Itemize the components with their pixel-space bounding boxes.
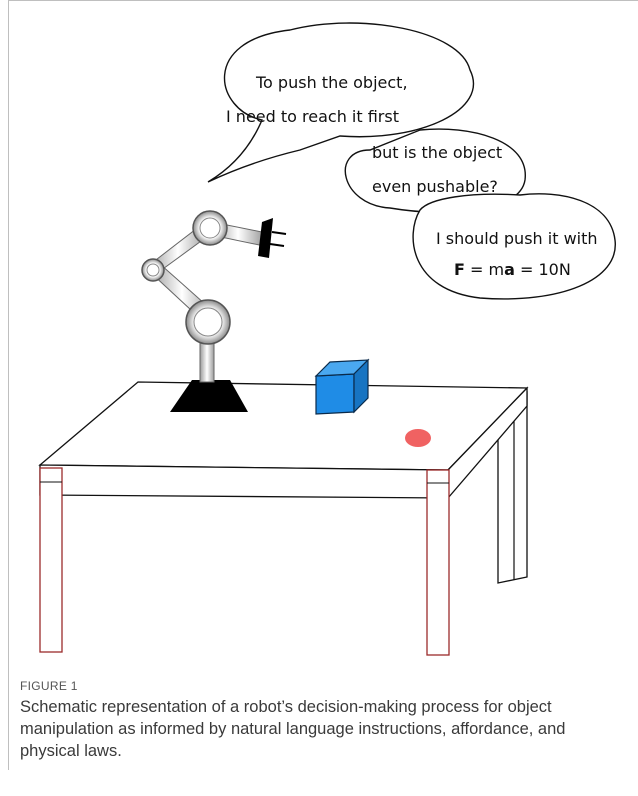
robot-gripper: [258, 218, 273, 258]
table-top: [40, 382, 527, 470]
target-spot: [405, 429, 431, 447]
table: [40, 382, 527, 655]
equation-part-2: = 10N: [515, 260, 571, 279]
figure-label: FIGURE 1: [20, 679, 78, 693]
bubble-first-line2: I need to reach it first: [226, 107, 399, 126]
table-apron-front: [40, 465, 448, 498]
acceleration-symbol: a: [504, 260, 515, 279]
bubble-first-line1: To push the object,: [255, 73, 408, 92]
blue-cube: [316, 360, 368, 414]
bubble-third-line1: I should push it with: [436, 229, 598, 248]
figure-illustration: To push the object, I need to reach it f…: [0, 0, 638, 680]
speech-bubble-third: I should push it with F = ma = 10N: [413, 194, 615, 299]
bubble-second-line2: even pushable?: [372, 177, 498, 196]
table-leg-front-left: [40, 468, 62, 652]
bubble-second-line1: but is the object: [372, 143, 502, 162]
table-leg-front-right: [427, 470, 449, 655]
bubble-third-equation: F = ma = 10N: [454, 260, 571, 279]
figure-caption: Schematic representation of a robot’s de…: [20, 696, 620, 762]
force-symbol: F: [454, 260, 465, 279]
equation-part-1: = m: [465, 260, 504, 279]
